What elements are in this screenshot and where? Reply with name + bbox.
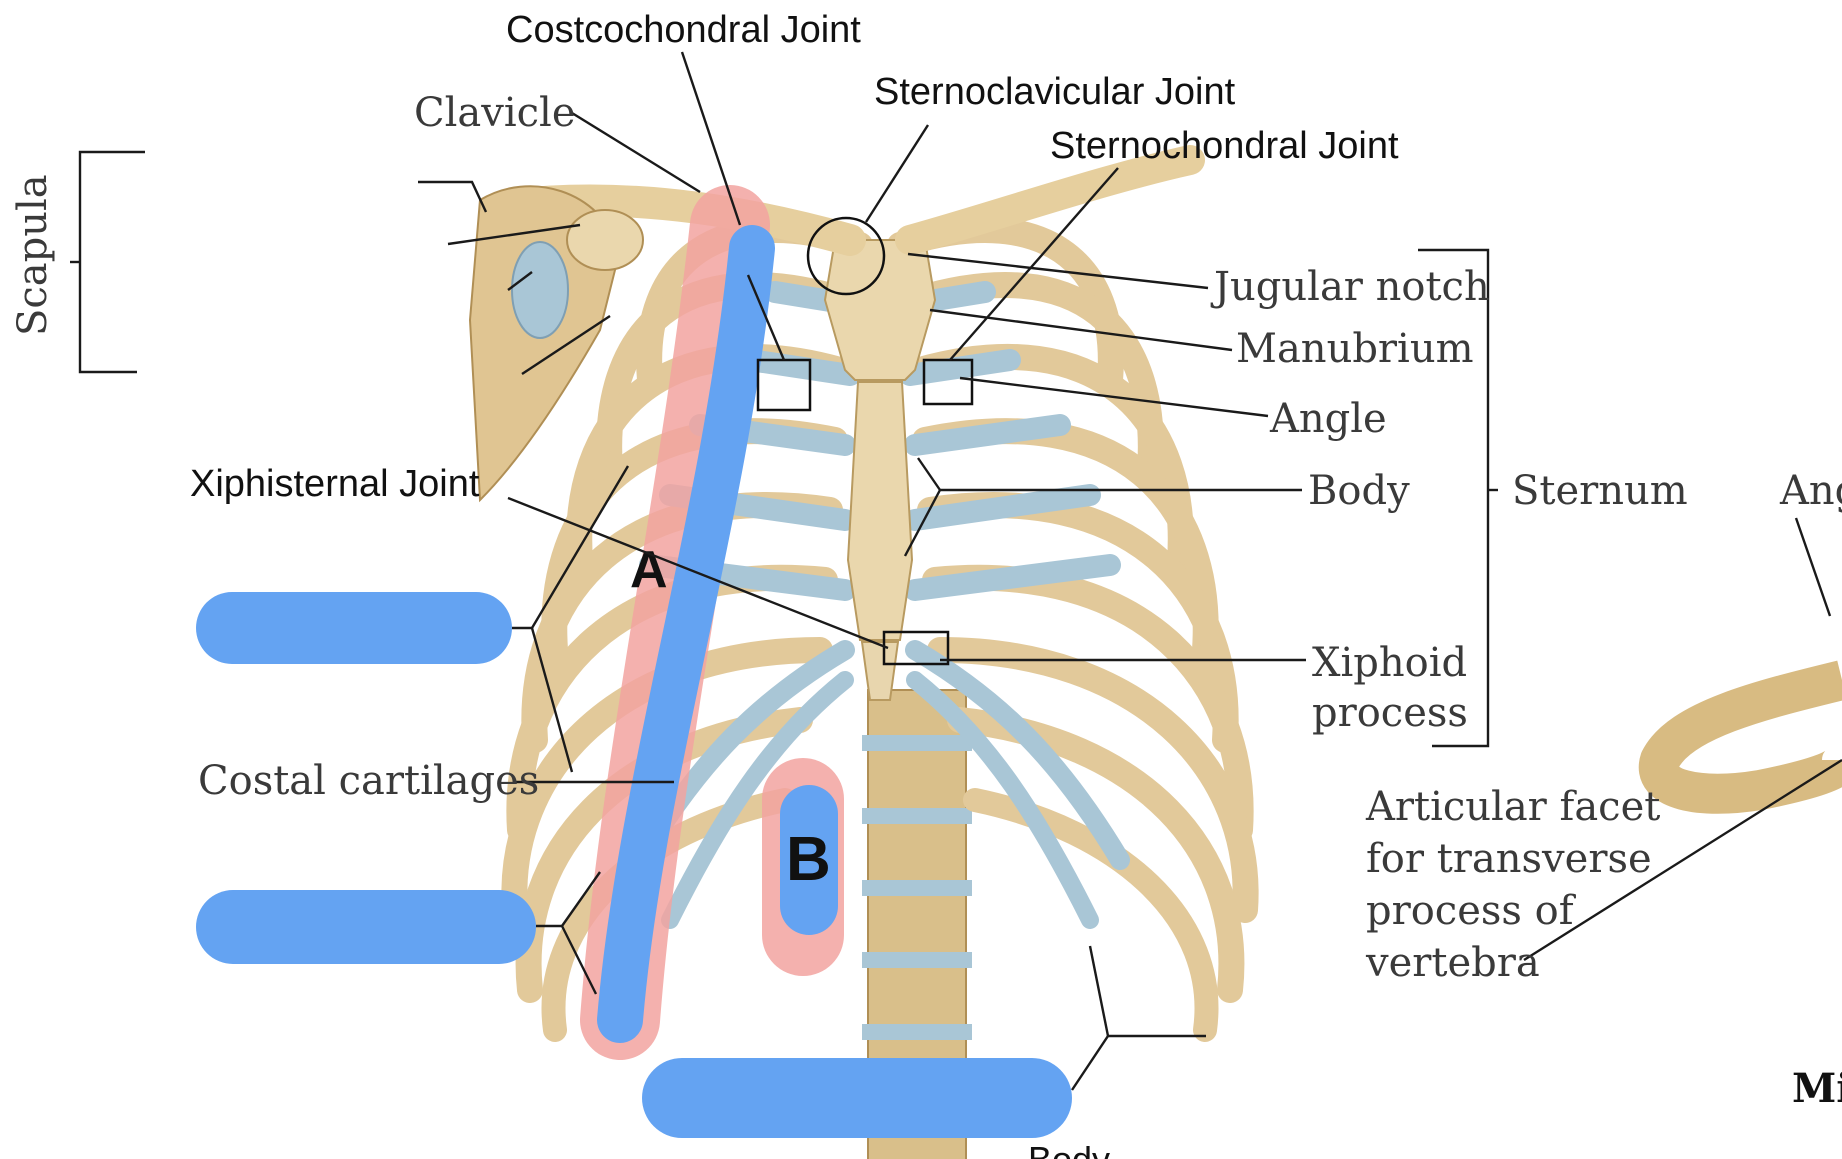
label-sternum: Sternum bbox=[1512, 468, 1688, 514]
marker-a: A bbox=[630, 541, 668, 599]
leader-lines bbox=[70, 51, 1842, 1091]
label-xiphoid-process-2: process bbox=[1312, 690, 1468, 736]
marker-b: B bbox=[786, 825, 831, 894]
sternum-bone bbox=[823, 239, 937, 701]
xiphisternal-box bbox=[882, 630, 950, 666]
text-labels: Costcochondral Joint Sternoclavicular Jo… bbox=[10, 9, 1842, 1159]
label-xiphoid-process-1: Xiphoid bbox=[1312, 640, 1467, 686]
hidden-label-blob-1 bbox=[196, 592, 512, 664]
sternoclavicular-circle bbox=[806, 216, 886, 296]
hidden-label-blob-3 bbox=[642, 1058, 1072, 1138]
label-angle-partial: Ang bbox=[1779, 468, 1842, 514]
label-mi-partial: Mi bbox=[1792, 1065, 1842, 1112]
label-sternoclavicular-joint: Sternoclavicular Joint bbox=[874, 71, 1236, 113]
label-body-partial: Body bbox=[1028, 1139, 1110, 1159]
label-angle: Angle bbox=[1269, 396, 1387, 442]
label-sternochondral-joint: Sternochondral Joint bbox=[1050, 125, 1399, 167]
hidden-labels bbox=[196, 592, 1072, 1138]
label-costochondral-joint: Costcochondral Joint bbox=[506, 9, 861, 51]
label-jugular-notch: Jugular notch bbox=[1210, 264, 1490, 310]
label-body: Body bbox=[1308, 468, 1410, 514]
highlight-a bbox=[580, 185, 775, 1060]
label-clavicle: Clavicle bbox=[414, 90, 576, 136]
label-articular-facet-1: Articular facet bbox=[1365, 784, 1660, 830]
scapula-shoulder bbox=[468, 185, 644, 503]
partial-rib-right bbox=[1638, 660, 1842, 814]
label-articular-facet-3: process of bbox=[1366, 888, 1577, 934]
joint-markers bbox=[756, 216, 974, 666]
label-manubrium: Manubrium bbox=[1236, 326, 1474, 372]
highlight-b bbox=[762, 758, 844, 976]
label-articular-facet-2: for transverse bbox=[1366, 836, 1652, 882]
sternochondral-box bbox=[922, 358, 974, 406]
label-costal-cartilages: Costal cartilages bbox=[198, 758, 539, 804]
label-xiphisternal-joint: Xiphisternal Joint bbox=[190, 463, 480, 505]
label-scapula: Scapula bbox=[10, 174, 56, 336]
hidden-label-blob-2 bbox=[196, 890, 536, 964]
label-articular-facet-4: vertebra bbox=[1365, 940, 1540, 986]
